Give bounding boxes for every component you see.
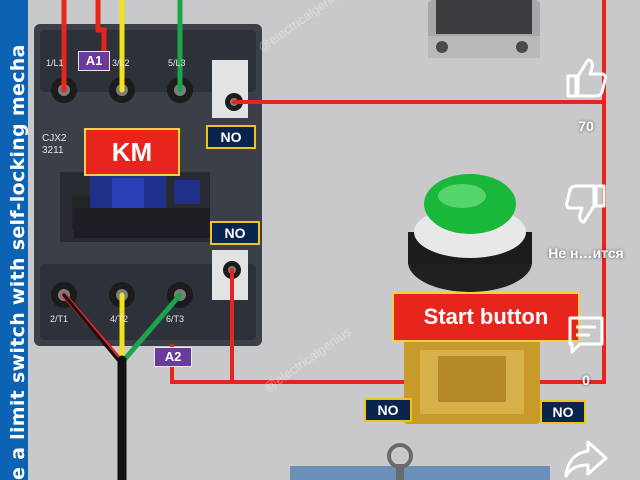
no-contact-label-4: NO [540,400,586,424]
limit-switch-bottom [290,443,550,480]
share-icon [564,440,608,478]
terminal-bottom-2: 4/T2 [110,314,129,324]
comment-button[interactable] [564,312,608,356]
no-contact-label-1: NO [206,125,256,149]
terminal-top-3: 5/L3 [168,58,186,68]
contactor-body [34,24,262,346]
no-contact-label-2: NO [210,221,260,245]
terminal-bottom-3: 6/T3 [166,314,185,324]
comment-icon [568,316,604,354]
terminal-top-1: 1/L1 [46,58,64,68]
share-button[interactable] [562,436,610,480]
side-title-band [0,0,28,480]
wires [61,0,606,480]
model-line-1: CJX2 [42,133,67,144]
coil-a1-label: A1 [78,51,110,71]
dislike-button[interactable] [562,180,610,228]
model-line-2: 3211 [42,145,64,156]
side-title: e a limit switch with self-locking mecha [7,44,29,480]
like-button[interactable] [562,54,610,102]
start-button-label: Start button [392,292,580,342]
terminal-top-2: 3/L2 [112,58,130,68]
no-contact-label-3: NO [364,398,412,422]
terminal-bottom-1: 2/T1 [50,314,69,324]
coil-a2-label: A2 [154,347,192,367]
limit-switch-bracket [428,0,540,58]
contactor-label: KM [84,128,180,176]
contactor-model: CJX2 3211 [42,133,66,157]
thumbs-down-icon [565,184,606,224]
dislike-label: Не н…ится [548,245,624,261]
comment-count: 0 [582,372,590,388]
like-count: 70 [578,118,594,134]
thumbs-up-icon [566,58,607,98]
